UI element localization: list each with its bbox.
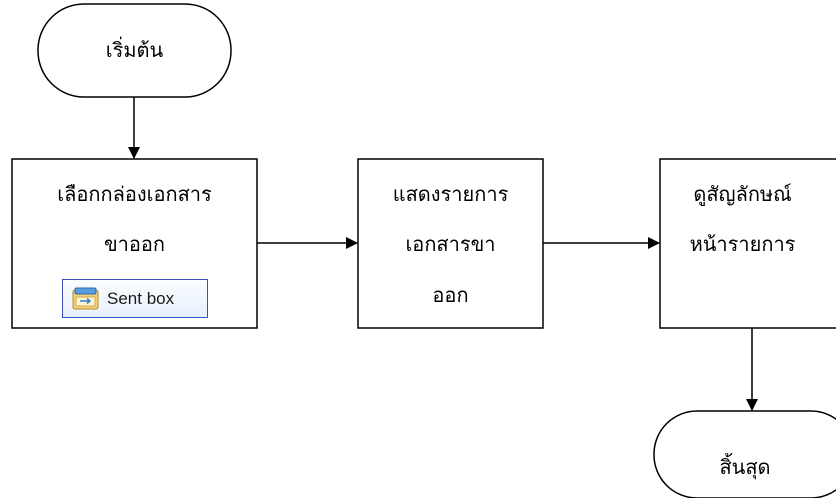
show-list-line-2: เอกสารขา [405,232,496,256]
show-list-line-3: ออก [432,283,469,307]
sent-box-label: Sent box [107,288,175,308]
select-outbox-line-2: ขาออก [103,232,166,256]
view-status-box [659,158,836,329]
view-status-line-2: หน้ารายการ [689,232,796,256]
sent-box-icon [72,287,99,309]
start-label: เริ่มต้น [105,38,164,62]
select-outbox-line-1: เลือกกล่องเอกสาร [57,182,212,206]
show-list-line-1: แสดงรายการ [392,182,509,206]
end-label: สิ้นสุด [719,455,771,479]
end-terminal [653,410,836,498]
show-list-box [357,158,544,329]
view-status-line-1: ดูสัญลักษณ์ [693,182,792,206]
sent-box-button[interactable]: Sent box [62,279,208,318]
